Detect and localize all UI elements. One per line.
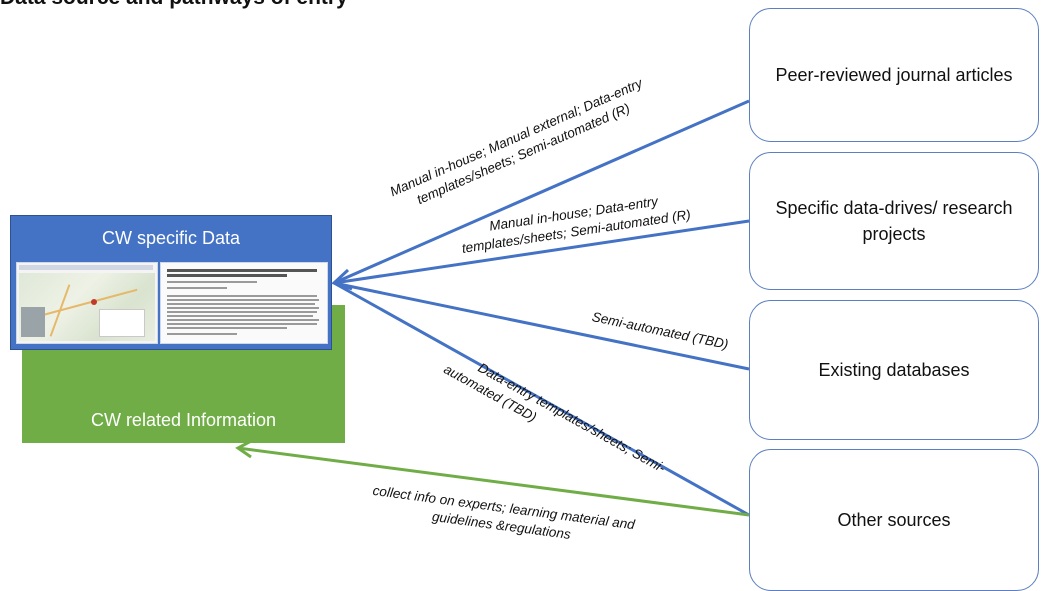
source-label-journal-articles: Peer-reviewed journal articles <box>775 64 1013 85</box>
link-journal-to-cw-data <box>333 99 750 285</box>
cw-related-information-label: CW related Information <box>90 410 277 430</box>
source-label-existing-databases: Existing databases <box>818 359 970 380</box>
map-image <box>19 273 155 341</box>
arrowhead-cw-info <box>235 438 254 459</box>
map-screenshot-thumbnail <box>16 262 158 344</box>
source-box-other-sources: Other sources <box>749 449 1039 591</box>
arrowhead-cw-data <box>331 268 353 291</box>
source-box-journal-articles: Peer-reviewed journal articles <box>749 8 1039 142</box>
source-label-research-projects: Specific data-drives/ research projects <box>775 197 1013 244</box>
thumbnail-toolbar <box>19 265 153 270</box>
source-box-research-projects: Specific data-drives/ research projects <box>749 152 1039 290</box>
source-label-other-sources: Other sources <box>837 509 951 530</box>
link-databases-to-cw-data <box>333 281 750 371</box>
diagram-title: Data source and pathways of entry <box>0 0 348 10</box>
link-other-to-cw-info <box>237 446 750 517</box>
link-projects-to-cw-data <box>333 219 750 285</box>
cw-specific-data-label: CW specific Data <box>101 228 241 248</box>
document-screenshot-thumbnail <box>160 262 328 344</box>
source-box-existing-databases: Existing databases <box>749 300 1039 440</box>
link-other-to-cw-data <box>333 281 750 517</box>
